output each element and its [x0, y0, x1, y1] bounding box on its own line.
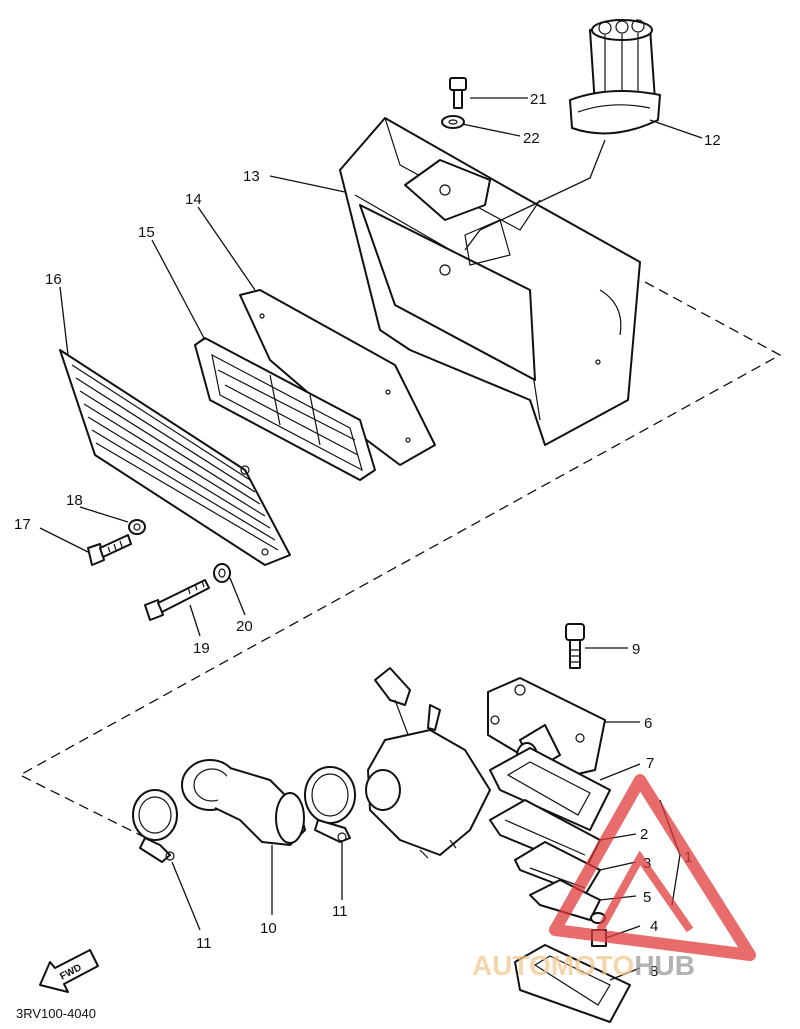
- callout-21: 21: [530, 91, 547, 108]
- callout-20: 20: [236, 618, 253, 635]
- part-7-gasket: [489, 747, 611, 831]
- part-17-screw: [87, 534, 132, 566]
- callout-9: 9: [632, 641, 640, 658]
- callout-15: 15: [138, 224, 155, 241]
- callout-2: 2: [640, 826, 648, 843]
- callout-14: 14: [185, 191, 202, 208]
- part-22-washer: [441, 115, 465, 129]
- part-18-washer: [128, 519, 146, 535]
- callout-4: 4: [650, 918, 658, 935]
- diagram-code: 3RV100-4040: [16, 1006, 96, 1021]
- callout-13: 13: [243, 168, 260, 185]
- callout-11-right: 11: [332, 903, 348, 920]
- part-21-bolt: [449, 77, 467, 109]
- part-19-bolt: [144, 579, 210, 621]
- callout-8: 8: [650, 963, 658, 980]
- watermark-text-a: AUTOMOTOHUB: [472, 950, 695, 981]
- part-11-clamp-left: [132, 789, 178, 863]
- callout-22: 22: [523, 130, 540, 147]
- part-10-intake-manifold: [181, 759, 306, 846]
- part-11-clamp-right: [304, 766, 356, 843]
- callout-labels: 21 22 12 13 14 15 16 18 17 20 19 9 6 7 2…: [14, 91, 721, 980]
- watermark-logo: AUTOMOTOHUB: [472, 774, 756, 981]
- callout-17: 17: [14, 516, 31, 533]
- callout-16: 16: [45, 271, 62, 288]
- part-12-intake-joint: [569, 19, 661, 135]
- part-14-filter-element: [239, 289, 436, 466]
- callout-7: 7: [646, 755, 654, 772]
- leader-lines: [39, 97, 703, 981]
- part-8-gasket: [514, 944, 631, 1023]
- part-9-bolt: [565, 623, 585, 669]
- intake-body: [365, 667, 491, 859]
- callout-11-left: 11: [196, 935, 212, 952]
- section-boundary: [18, 281, 782, 841]
- callout-10: 10: [260, 920, 277, 937]
- part-15-element-frame: [194, 337, 376, 481]
- callout-12: 12: [704, 132, 721, 149]
- callout-6: 6: [644, 715, 652, 732]
- part-16-case-cover: [59, 349, 291, 566]
- part-13-air-filter-case: [339, 117, 641, 446]
- callout-18: 18: [66, 492, 83, 509]
- callout-5: 5: [643, 889, 651, 906]
- callout-19: 19: [193, 640, 210, 657]
- part-20-washer: [213, 563, 231, 583]
- fwd-arrow-icon: FWD: [39, 949, 99, 993]
